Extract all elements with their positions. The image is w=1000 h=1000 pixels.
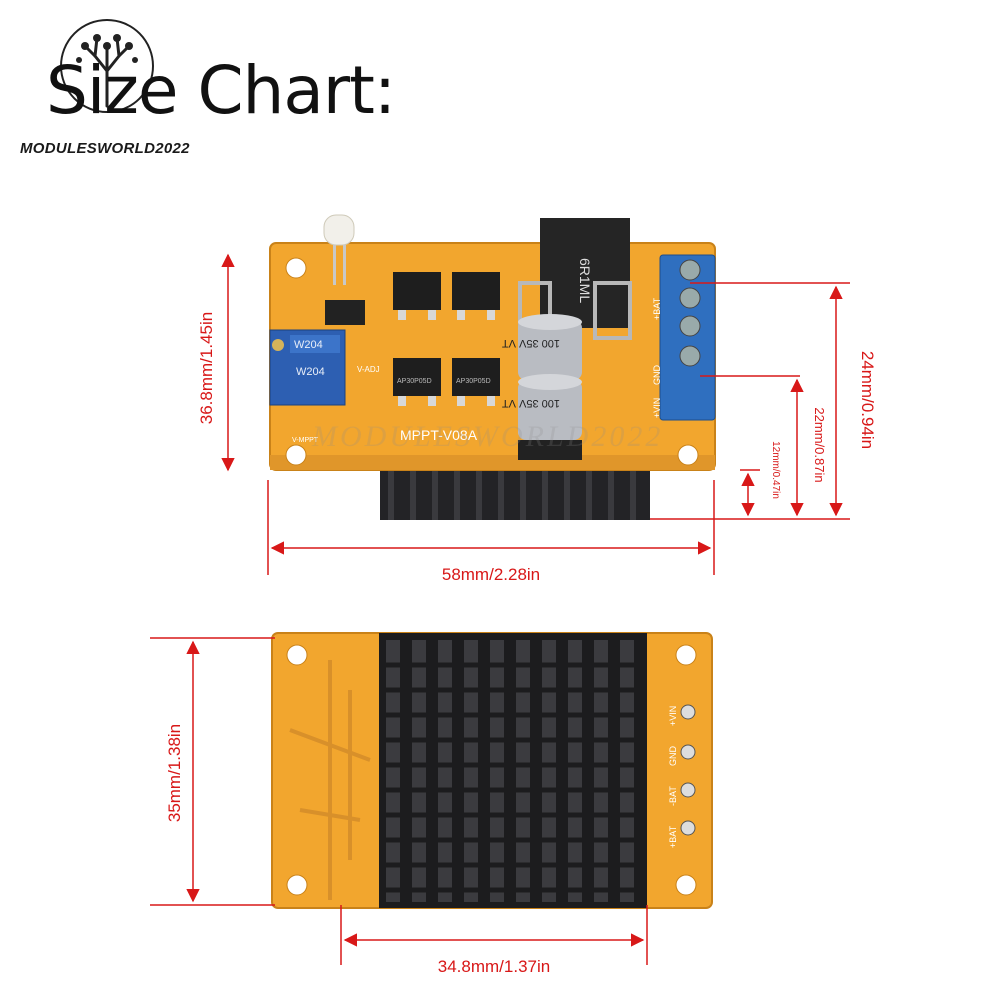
dimension-labels: 36.8mm/1.45in 58mm/2.28in 24mm/0.94in 22… <box>165 312 877 976</box>
board-label: MPPT-V08A <box>400 427 478 443</box>
dim-bottom-height: 35mm/1.38in <box>165 724 184 822</box>
silk-bat-plus: +BAT <box>652 297 662 320</box>
brand-logo <box>57 16 157 120</box>
ic-chip <box>325 300 365 325</box>
watermark: MODULESWORLD2022 <box>312 420 664 453</box>
potentiometer <box>269 329 346 406</box>
bottom-silk-vin-plus: +VIN <box>668 706 678 726</box>
silk-gnd: GND <box>652 365 662 386</box>
silk-v-mppt: V-MPPT <box>292 437 319 444</box>
pot-marking-2: W204 <box>296 366 325 378</box>
dim-top-depth-heatsink: 22mm/0.87in <box>812 407 827 482</box>
pot-marking-1: W204 <box>294 339 323 351</box>
brand-name: MODULESWORLD2022 <box>20 140 190 157</box>
bottom-silk-bat-plus: +BAT <box>668 825 678 848</box>
silk-vin-plus: +VIN <box>652 398 662 418</box>
dimension-lines-top <box>221 253 850 575</box>
bottom-solder-pads <box>680 704 696 836</box>
dim-top-width: 58mm/2.28in <box>442 565 540 584</box>
inductor-marking: 6R1ML <box>577 258 593 303</box>
mosfet-marking-2: AP30P05D <box>456 378 491 385</box>
dimension-lines-bottom <box>150 637 648 965</box>
terminal-block <box>659 254 716 421</box>
inductor <box>518 218 632 345</box>
dim-top-depth-total: 24mm/0.94in <box>858 351 877 449</box>
silk-v-adj: V-ADJ <box>357 365 380 374</box>
bottom-silk-bat-minus: -BAT <box>668 786 678 806</box>
bottom-heatsink <box>379 633 647 908</box>
capacitor-marking-1: 100 35V VT <box>502 337 560 349</box>
mosfets <box>393 272 500 406</box>
capacitors <box>518 314 582 460</box>
dim-top-height: 36.8mm/1.45in <box>197 312 216 424</box>
dim-bottom-heatsink-width: 34.8mm/1.37in <box>438 957 550 976</box>
page-title: Size Chart: <box>46 52 396 129</box>
capacitor-marking-2: 100 35V VT <box>502 397 560 409</box>
dim-top-depth-fins: 12mm/0.47in <box>770 441 781 499</box>
led-component <box>323 214 355 285</box>
mosfet-marking-1: AP30P05D <box>397 378 432 385</box>
top-heatsink <box>380 470 650 520</box>
bottom-silk-gnd: GND <box>668 746 678 767</box>
